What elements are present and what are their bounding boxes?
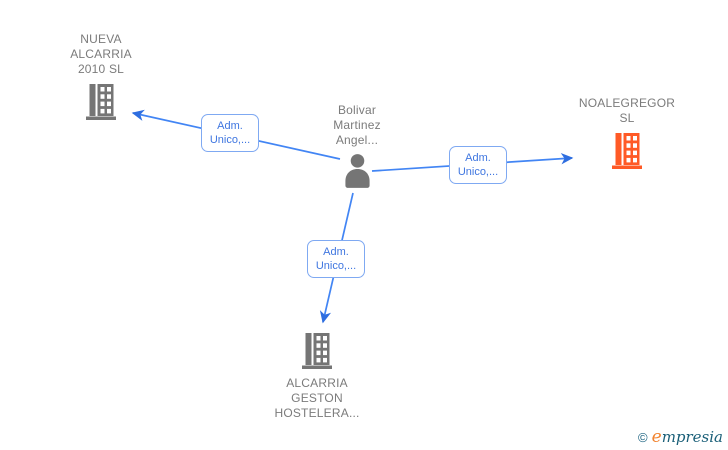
node-nueva-alcarria-2010-sl[interactable]: NUEVA ALCARRIA 2010 SL xyxy=(36,32,166,120)
edge-label-adm-unico-nueva[interactable]: Adm. Unico,... xyxy=(201,114,259,152)
node-alcarria-geston-hostelera[interactable]: ALCARRIA GESTON HOSTELERA... xyxy=(252,331,382,421)
building-icon[interactable] xyxy=(86,82,116,120)
edge-label-adm-unico-alcarria[interactable]: Adm. Unico,... xyxy=(307,240,365,278)
node-noalegregor-sl[interactable]: NOALEGREGOR SL xyxy=(562,96,692,169)
copyright-icon: © xyxy=(638,430,648,445)
node-bolivar-martinez-angel[interactable]: Bolivar Martinez Angel... xyxy=(292,103,422,188)
person-name: Bolivar Martinez Angel... xyxy=(333,103,381,147)
company-name: ALCARRIA GESTON HOSTELERA... xyxy=(274,376,360,420)
building-icon[interactable] xyxy=(612,131,642,169)
edge-label-adm-unico-noalegregor[interactable]: Adm. Unico,... xyxy=(449,146,507,184)
person-icon[interactable] xyxy=(342,153,372,188)
brand-initial-e: e xyxy=(651,427,662,447)
company-name: NUEVA ALCARRIA 2010 SL xyxy=(70,32,132,76)
building-icon[interactable] xyxy=(302,331,332,369)
company-name: NOALEGREGOR SL xyxy=(578,96,676,125)
empresia-brand-text: empresia xyxy=(651,427,723,447)
brand-rest: mpresia xyxy=(661,428,723,446)
empresia-watermark: ©empresia xyxy=(638,427,723,447)
